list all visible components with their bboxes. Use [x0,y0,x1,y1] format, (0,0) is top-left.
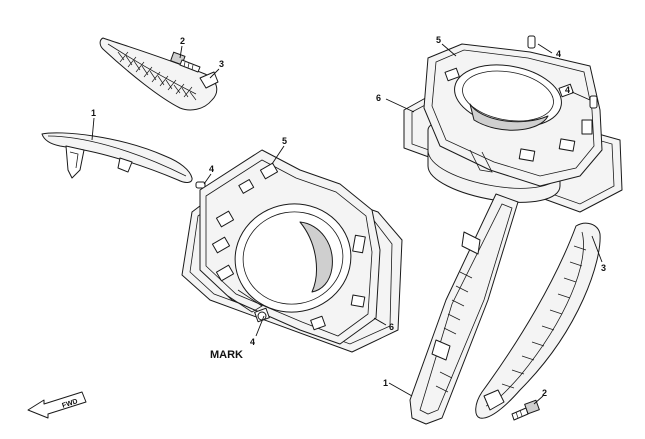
chain-guide-left [41,132,193,183]
bolt-right [511,399,540,421]
callout-4-right-mid: 4 [565,85,570,95]
callout-3-right: 3 [601,263,606,273]
dowel-pin-left [195,181,206,189]
callout-6-center: 6 [389,322,394,332]
callout-4-center: 4 [250,337,255,347]
chain-tensioner-guide-top [99,37,219,111]
mark-label: MARK [210,349,243,361]
callout-labels: 2 3 1 4 5 6 4 MARK 5 4 6 4 3 1 2 [91,35,606,398]
callout-3-top: 3 [219,59,224,69]
chain-tensioner-guide-right [475,222,601,419]
callout-1-right: 1 [383,378,388,388]
callout-4-right-top: 4 [556,49,561,59]
cylinder-block-right [423,43,603,203]
chain-guide-right-long [409,193,519,425]
dowel-pins-right [527,35,598,109]
forward-arrow-icon: FWD [27,391,87,419]
callout-5-center: 5 [282,136,287,146]
callout-1-left: 1 [91,108,96,118]
callout-4-left: 4 [209,164,214,174]
cylinder-block-center [199,149,381,345]
callout-5-right: 5 [436,35,441,45]
callout-2-right: 2 [542,388,547,398]
fwd-label: FWD [61,398,78,410]
leader-lines [91,43,603,405]
callout-2-top: 2 [180,36,185,46]
callout-6-right: 6 [376,93,381,103]
bolt-top-left [170,51,201,73]
